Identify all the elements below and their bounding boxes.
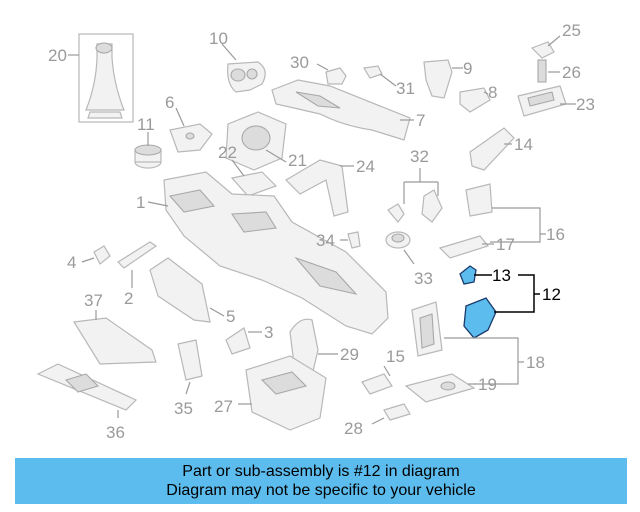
part-33 — [385, 231, 411, 249]
part-4 — [93, 245, 111, 265]
part-28 — [383, 403, 411, 421]
callout-10: 10 — [209, 29, 228, 48]
part-26 — [537, 59, 547, 83]
callout-9: 9 — [463, 59, 472, 78]
callout-1: 1 — [136, 193, 145, 212]
part-23 — [517, 85, 567, 117]
part-7 — [271, 79, 411, 141]
callout-26: 26 — [562, 63, 581, 82]
caption-banner: Part or sub-assembly is #12 in diagram D… — [15, 458, 627, 504]
callout-16: 16 — [546, 225, 565, 244]
callout-17: 17 — [496, 235, 515, 254]
callout-32: 32 — [410, 147, 429, 166]
callout-23: 23 — [576, 95, 595, 114]
callout-5: 5 — [226, 307, 235, 326]
callout-37: 37 — [84, 291, 103, 310]
caption-line-2: Diagram may not be specific to your vehi… — [166, 482, 476, 499]
part-19 — [404, 373, 476, 403]
callout-29: 29 — [340, 345, 359, 364]
part-27 — [245, 355, 327, 431]
callout-31: 31 — [396, 79, 415, 98]
part-34 — [347, 231, 361, 249]
callout-33: 33 — [414, 269, 433, 288]
part-21 — [225, 111, 287, 171]
part-10 — [227, 61, 266, 93]
callout-25: 25 — [562, 21, 581, 40]
part-30 — [325, 67, 347, 85]
callout-21: 21 — [288, 151, 307, 170]
part-3 — [225, 327, 251, 355]
part-17 — [438, 235, 490, 259]
callout-2: 2 — [124, 289, 133, 308]
part-16 — [465, 183, 493, 217]
callout-4: 4 — [67, 253, 76, 272]
part-13-highlighted — [459, 265, 477, 285]
callout-8: 8 — [488, 83, 497, 102]
callout-27: 27 — [214, 397, 233, 416]
part-35 — [177, 339, 203, 381]
callout-22: 22 — [218, 143, 237, 162]
callout-24: 24 — [356, 157, 375, 176]
callout-14: 14 — [514, 135, 533, 154]
part-14 — [469, 127, 515, 171]
part-31 — [363, 65, 383, 79]
caption-line-1: Part or sub-assembly is #12 in diagram — [182, 463, 460, 480]
part-6 — [169, 123, 213, 153]
callout-6: 6 — [165, 93, 174, 112]
callout-13: 13 — [492, 266, 511, 285]
callout-20: 20 — [48, 46, 67, 65]
part-12-highlighted — [463, 297, 497, 339]
callout-12: 12 — [542, 285, 561, 304]
callout-11: 11 — [137, 115, 155, 134]
callout-15: 15 — [386, 347, 405, 366]
part-9 — [423, 59, 453, 99]
part-5 — [149, 257, 211, 323]
part-36 — [36, 363, 138, 411]
part-32 — [387, 189, 443, 223]
part-37 — [72, 317, 157, 365]
callout-19: 19 — [478, 375, 497, 394]
part-1-console-body — [163, 171, 389, 335]
callout-18: 18 — [526, 353, 545, 372]
callout-7: 7 — [416, 111, 425, 130]
part-22 — [230, 171, 278, 197]
part-18-bracket-left — [411, 301, 443, 357]
part-8 — [459, 87, 491, 113]
callout-30: 30 — [290, 53, 309, 72]
part-15 — [361, 373, 393, 395]
part-11 — [134, 144, 162, 169]
callout-28: 28 — [344, 419, 363, 438]
part-2 — [117, 241, 158, 269]
callout-36: 36 — [106, 423, 125, 442]
part-20-shift-boot — [78, 33, 134, 123]
callout-35: 35 — [174, 399, 193, 418]
callout-3: 3 — [264, 323, 273, 342]
callout-34: 34 — [316, 231, 335, 250]
part-24 — [285, 159, 349, 217]
